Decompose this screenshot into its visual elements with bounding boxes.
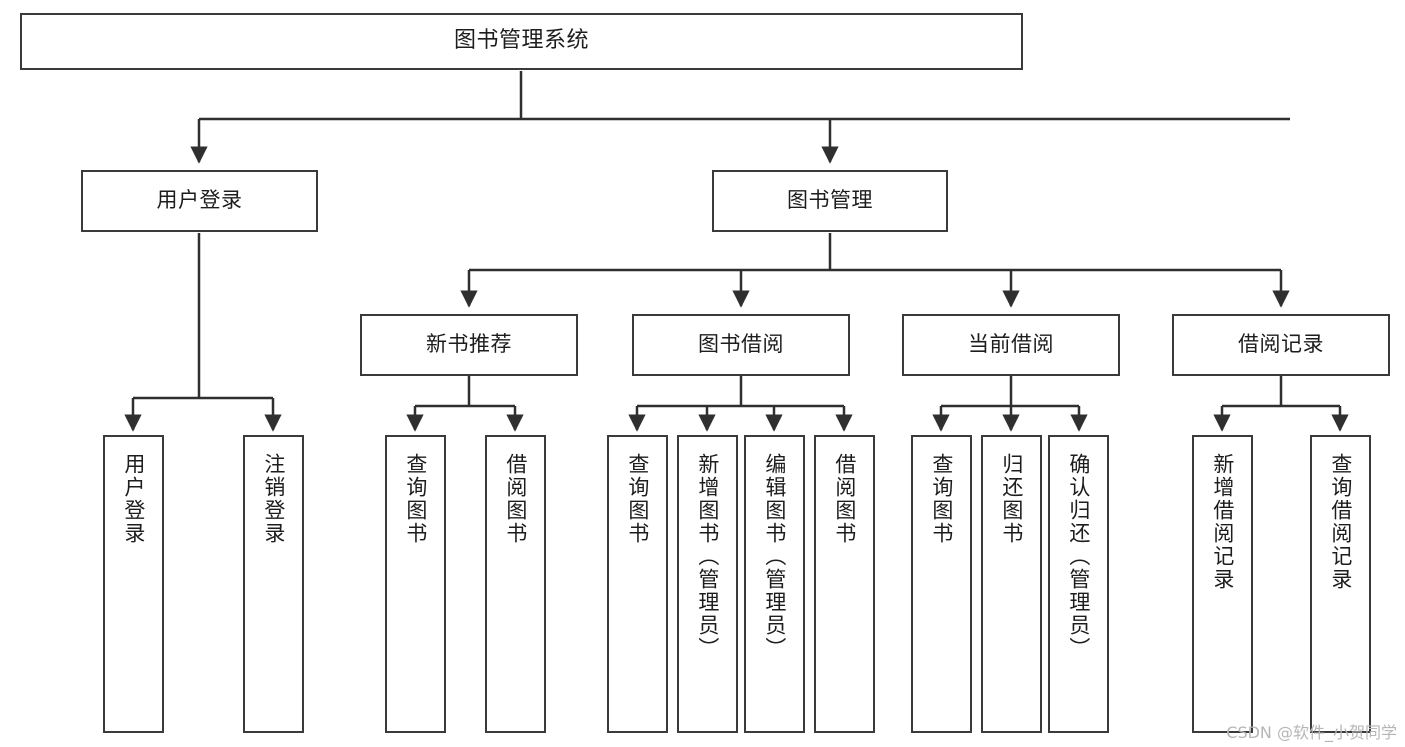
leaf-user-login-login[interactable]: 用户登录	[103, 435, 164, 733]
leaf-current-confirm-return-admin[interactable]: 确认归还（管理员）	[1048, 435, 1109, 733]
leaf-record-query-record[interactable]: 查询借阅记录	[1310, 435, 1371, 733]
leaf-current-return-book[interactable]: 归还图书	[981, 435, 1042, 733]
leaf-borrow-edit-book-admin[interactable]: 编辑图书（管理员）	[744, 435, 805, 733]
node-user-login[interactable]: 用户登录	[81, 170, 318, 232]
leaf-recommend-query-book[interactable]: 查询图书	[385, 435, 446, 733]
node-label: 注销登录	[261, 453, 286, 545]
node-label: 归还图书	[999, 453, 1024, 545]
leaf-record-add-record[interactable]: 新增借阅记录	[1192, 435, 1253, 733]
node-current-borrow[interactable]: 当前借阅	[902, 314, 1120, 376]
node-label: 用户登录	[121, 453, 146, 545]
node-borrow-record[interactable]: 借阅记录	[1172, 314, 1390, 376]
node-label: 确认归还（管理员）	[1066, 453, 1091, 660]
leaf-borrow-borrow-book[interactable]: 借阅图书	[814, 435, 875, 733]
leaf-recommend-borrow-book[interactable]: 借阅图书	[485, 435, 546, 733]
node-label: 新书推荐	[426, 332, 512, 357]
node-label: 查询图书	[625, 453, 650, 545]
leaf-user-login-logout[interactable]: 注销登录	[243, 435, 304, 733]
leaf-borrow-query-book[interactable]: 查询图书	[607, 435, 668, 733]
node-label: 图书借阅	[698, 332, 784, 357]
node-book-borrow[interactable]: 图书借阅	[632, 314, 850, 376]
node-label: 图书管理系统	[453, 28, 589, 54]
node-label: 查询借阅记录	[1328, 453, 1353, 591]
node-label: 新增图书（管理员）	[695, 453, 720, 660]
csdn-watermark: CSDN @软件_小贺同学	[1226, 723, 1397, 742]
node-new-book-recommend[interactable]: 新书推荐	[360, 314, 578, 376]
node-label: 图书管理	[787, 188, 873, 213]
node-label: 编辑图书（管理员）	[762, 453, 787, 660]
node-label: 新增借阅记录	[1210, 453, 1235, 591]
node-label: 查询图书	[929, 453, 954, 545]
node-label: 借阅图书	[832, 453, 857, 545]
node-label: 当前借阅	[968, 332, 1054, 357]
leaf-borrow-add-book-admin[interactable]: 新增图书（管理员）	[677, 435, 738, 733]
node-label: 用户登录	[156, 188, 243, 213]
node-root-system[interactable]: 图书管理系统	[20, 13, 1023, 70]
node-label: 借阅记录	[1238, 332, 1324, 357]
node-label: 查询图书	[403, 453, 428, 545]
node-book-management[interactable]: 图书管理	[712, 170, 948, 232]
node-label: 借阅图书	[503, 453, 528, 545]
leaf-current-query-book[interactable]: 查询图书	[911, 435, 972, 733]
